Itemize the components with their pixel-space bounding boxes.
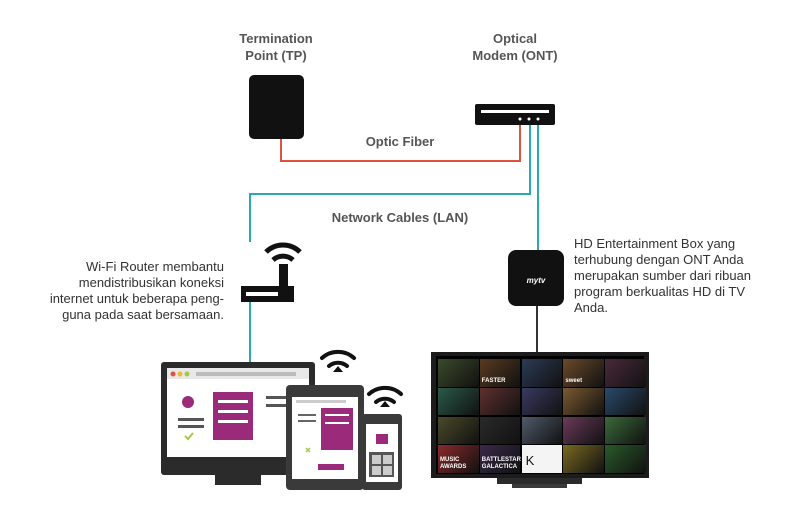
termination-point-box [249, 75, 304, 139]
tv-tile [563, 416, 604, 445]
tv-tile [563, 445, 604, 473]
tv-tile-title: K [525, 452, 535, 468]
hdbox-desc-line: HD Entertainment Box yang [574, 236, 736, 251]
tv-tile [438, 359, 479, 387]
tv-tile-title: sweet [565, 377, 583, 384]
router-desc-line: guna pada saat bersamaan. [62, 307, 224, 322]
router-desc-line: internet untuk beberapa peng- [49, 291, 224, 306]
tv-tile [563, 387, 604, 416]
tv-tile [521, 416, 563, 445]
tv-tile-title: MUSIC AWARDS [440, 456, 467, 470]
tv-tile: sweet [563, 359, 604, 387]
tv-tile [521, 387, 563, 416]
ont-modem-icon [475, 104, 555, 125]
tv-tile [438, 416, 479, 445]
tv-tile: BATTLESTAR GALACTICA [479, 445, 521, 473]
termination-point-label: Termination Point (TP) [226, 30, 326, 64]
tv-tile [605, 387, 646, 416]
lan-cable-router [249, 118, 531, 242]
tv-tile [479, 387, 521, 416]
tv-tile: FASTER [479, 359, 521, 387]
tv-tile-title: FASTER [481, 377, 506, 384]
hdbox-desc-line: terhubung dengan ONT Anda [574, 252, 744, 267]
optic-fiber-label: Optic Fiber [365, 134, 435, 149]
hd-box-description: HD Entertainment Box yang terhubung deng… [574, 236, 784, 316]
tv-tile [438, 387, 479, 416]
desktop-monitor [161, 362, 315, 485]
ont-label-line2: Modem (ONT) [472, 48, 558, 63]
tv-tile [479, 416, 521, 445]
router-desc-line: mendistribusikan koneksi [78, 275, 224, 290]
tv-tile: MUSIC AWARDS [438, 445, 479, 473]
tv-tile: K [521, 445, 563, 473]
tv-tile-title: BATTLESTAR GALACTICA [481, 456, 521, 470]
hdbox-desc-line: program berkualitas HD di TV [574, 284, 745, 299]
phone-device [362, 414, 402, 490]
ont-label-line1: Optical [492, 31, 538, 46]
tv-tile [605, 359, 646, 387]
tp-label-line1: Termination [239, 31, 313, 46]
hd-box-brand: mytv [526, 276, 546, 285]
tv-tile [605, 416, 646, 445]
wifi-router-icon [241, 242, 302, 302]
optic-fiber-cable [280, 118, 521, 162]
router-description: Wi-Fi Router membantu mendistribusikan k… [20, 259, 224, 323]
tablet-device [286, 385, 364, 490]
hd-box [508, 250, 564, 306]
tv-tile [521, 359, 563, 387]
router-desc-line: Wi-Fi Router membantu [86, 259, 224, 274]
hdbox-desc-line: merupakan sumber dari ribuan [574, 268, 752, 283]
tv-tile [605, 445, 646, 473]
tp-label-line2: Point (TP) [245, 48, 307, 63]
ont-label: Optical Modem (ONT) [460, 30, 570, 64]
hdbox-desc-line: Anda. [574, 300, 608, 315]
wifi-icon-tablet [320, 349, 356, 368]
lan-label: Network Cables (LAN) [331, 210, 469, 225]
wifi-icon-phone [367, 385, 403, 404]
